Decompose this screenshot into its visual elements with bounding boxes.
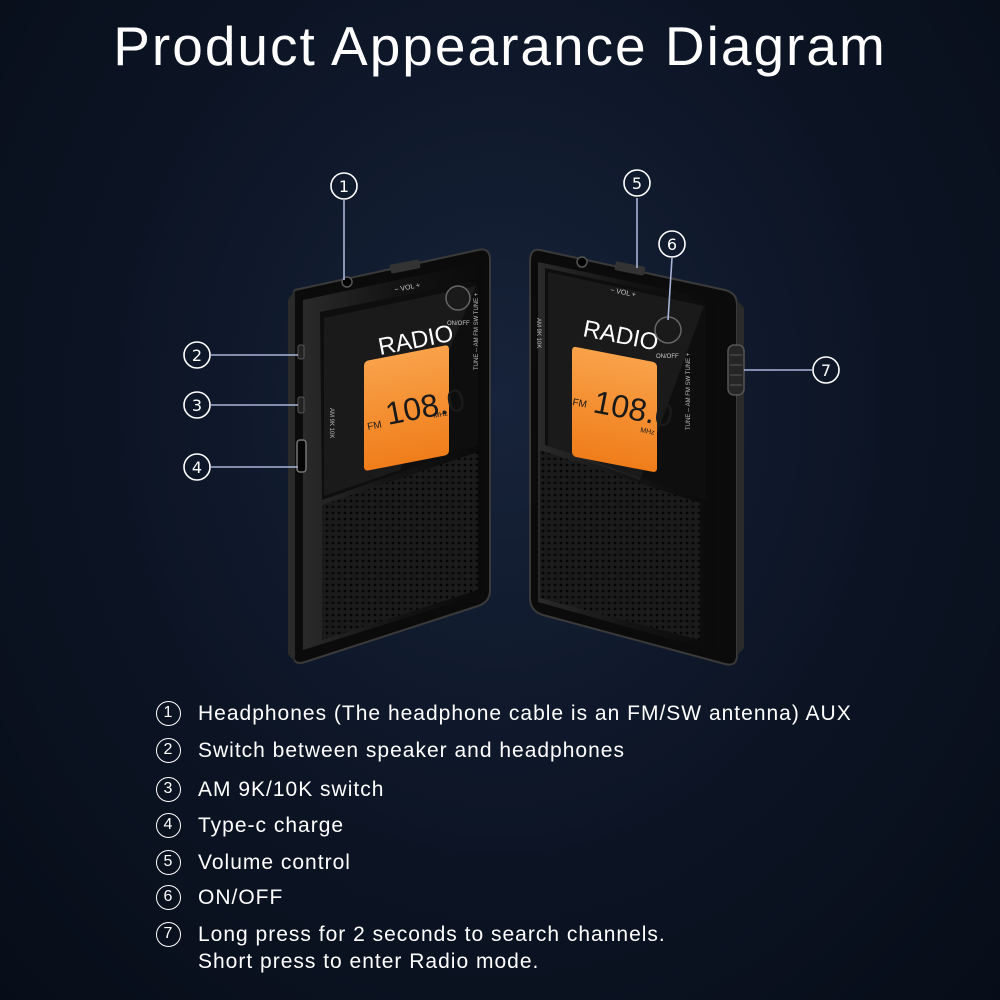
radio-right: RADIO 108.0 FM MHz − VOL + ON/OFF TUNE ─… (529, 248, 745, 666)
page-title: Product Appearance Diagram (113, 15, 887, 77)
legend-text: Volume control (198, 851, 351, 874)
lcd-display-left (364, 345, 449, 471)
power-button-right (654, 316, 682, 344)
am-step-switch (297, 396, 305, 414)
callout-3: 3 (183, 391, 211, 419)
svg-text:1: 1 (339, 177, 349, 196)
volume-wheel-right (614, 261, 646, 276)
tune-wheel (727, 344, 745, 396)
volume-wheel-left (389, 259, 421, 274)
legend-text: Long press for 2 seconds to search chann… (198, 923, 666, 946)
am-step-label-left: AM 9K 10K (328, 408, 334, 438)
callout-6: 6 (658, 230, 686, 258)
headphone-jack-right (576, 256, 588, 268)
tune-label-right: TUNE ─ AM FM SW TUNE + (686, 352, 692, 430)
svg-text:6: 6 (667, 235, 677, 254)
speaker-switch (297, 344, 305, 360)
legend-item-4: 4 Type-c charge (156, 812, 976, 839)
callout-4: 4 (183, 453, 211, 481)
on-off-label-right: ON/OFF (656, 354, 679, 360)
legend-text: ON/OFF (198, 886, 284, 909)
callout-7: 7 (812, 356, 840, 384)
legend-number: 5 (156, 850, 181, 875)
legend-number: 3 (156, 777, 181, 802)
radio-left: RADIO 108.0 FM MHz − VOL + ON/OFF TUNE ─… (288, 248, 491, 664)
unit-right: MHz (640, 427, 656, 437)
legend-item-1: 1 Headphones (The headphone cable is an … (156, 700, 976, 727)
legend-text: Switch between speaker and headphones (198, 739, 625, 762)
svg-text:4: 4 (192, 458, 202, 477)
legend-item-3: 3 AM 9K/10K switch (156, 776, 976, 803)
usb-c-port (296, 439, 307, 473)
vol-label-left: − VOL + (394, 282, 421, 294)
legend-number: 7 (156, 922, 181, 947)
leader-line-6 (667, 257, 673, 321)
legend-number: 1 (156, 701, 181, 726)
callout-1: 1 (330, 172, 358, 200)
legend-number: 6 (156, 885, 181, 910)
svg-text:2: 2 (192, 346, 202, 365)
legend-text: Headphones (The headphone cable is an FM… (198, 702, 852, 725)
svg-text:3: 3 (192, 396, 202, 415)
tune-label-left: TUNE ─ AM FM SW TUNE + (474, 292, 480, 370)
legend-item-2: 2 Switch between speaker and headphones (156, 737, 976, 764)
svg-text:7: 7 (821, 361, 831, 380)
legend-text: AM 9K/10K switch (198, 778, 385, 801)
legend-item-5: 5 Volume control (156, 849, 976, 876)
unit-left: MHz (433, 410, 449, 420)
band-left: FM (366, 419, 382, 433)
callout-2: 2 (183, 341, 211, 369)
svg-text:5: 5 (632, 174, 642, 193)
callout-5: 5 (623, 169, 651, 197)
legend-text: Type-c charge (198, 814, 345, 837)
band-right: FM (571, 397, 587, 411)
feature-legend: 1 Headphones (The headphone cable is an … (156, 700, 976, 975)
leader-lines (211, 198, 812, 468)
vol-label-right: − VOL + (610, 287, 637, 299)
power-button-left (445, 285, 471, 311)
lcd-display-right (572, 346, 657, 473)
on-off-label-left: ON/OFF (447, 321, 470, 327)
legend-item-6: 6 ON/OFF (156, 884, 976, 911)
legend-item-7: 7 Long press for 2 seconds to search cha… (156, 921, 976, 975)
legend-number: 4 (156, 813, 181, 838)
am-step-label-right: AM 9K 10K (535, 318, 541, 348)
legend-number: 2 (156, 738, 181, 763)
legend-text-line-2: Short press to enter Radio mode. (198, 950, 540, 973)
